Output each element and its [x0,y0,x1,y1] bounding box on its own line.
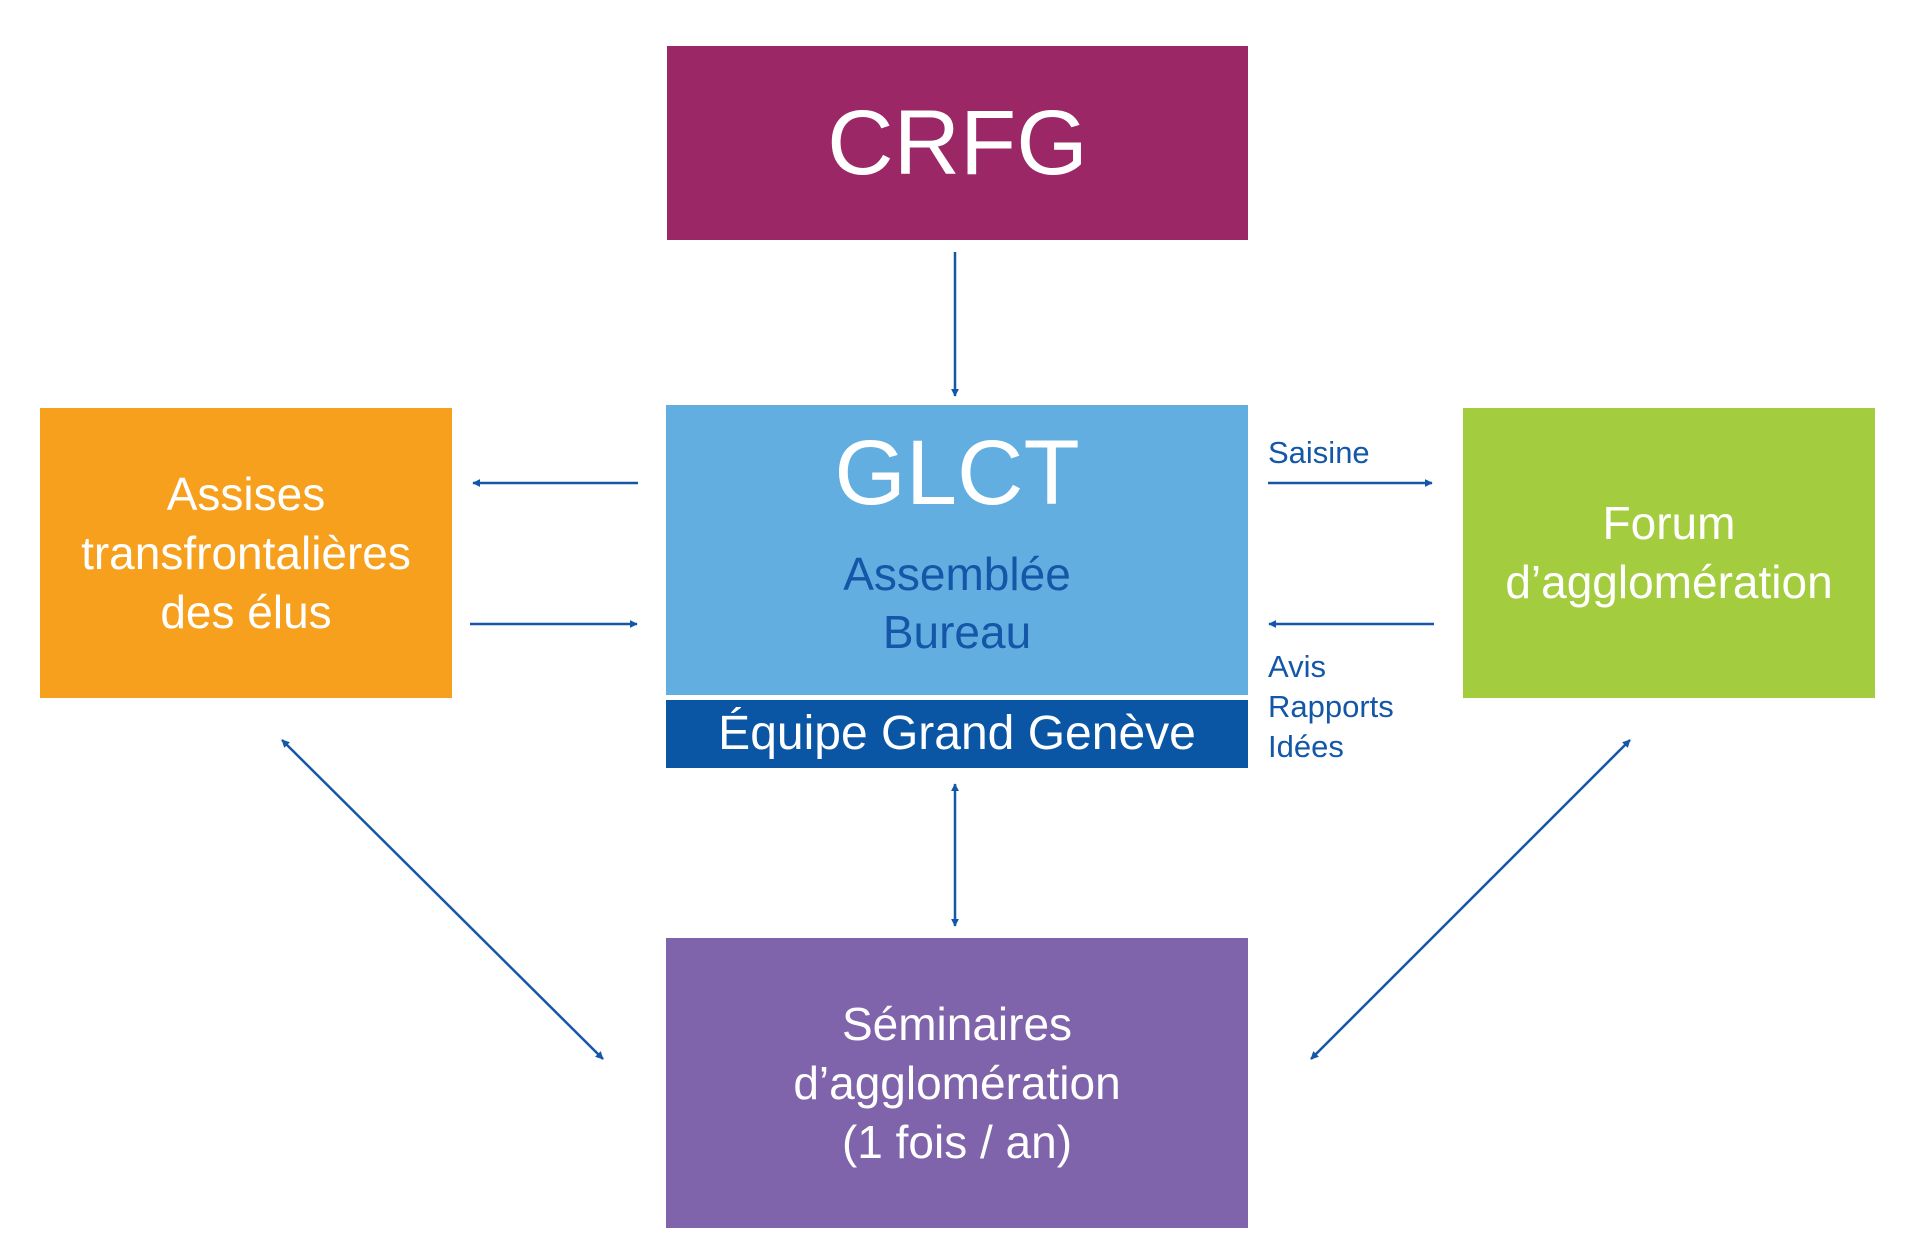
forum-box: Forum d’agglomération [1463,408,1875,698]
rapports-label: Rapports [1268,689,1394,724]
arrow-assises-seminaires [281,739,604,1060]
assises-line-2: transfrontalières [81,526,411,579]
equipe-label: Équipe Grand Genève [718,707,1196,760]
feedback-labels: Avis Rapports Idées [1268,647,1394,767]
arrow-forum-seminaires [1310,739,1631,1060]
assises-line-3: des élus [160,585,332,638]
assises-box: Assises transfrontalières des élus [40,408,452,698]
glct-line-assemblee: Assemblée [843,548,1071,600]
forum-line-2: d’agglomération [1505,556,1833,608]
equipe-grand-geneve-box: Équipe Grand Genève [666,700,1248,768]
glct-subtitle: Assemblée Bureau [843,545,1071,661]
seminaires-box: Séminaires d’agglomération (1 fois / an) [666,938,1248,1228]
assises-line-1: Assises [166,467,326,520]
seminaires-line-1: Séminaires [841,997,1073,1050]
crfg-box: CRFG [667,46,1248,240]
avis-label: Avis [1268,649,1327,684]
glct-title: GLCT [834,422,1080,524]
crfg-label: CRFG [827,92,1088,194]
seminaires-line-3: (1 fois / an) [841,1115,1073,1168]
seminaires-line-2: d’agglomération [793,1056,1121,1109]
saisine-label: Saisine [1268,435,1370,470]
forum-line-1: Forum [1602,497,1736,549]
glct-box: GLCT Assemblée Bureau [666,405,1248,695]
glct-line-bureau: Bureau [882,606,1032,658]
